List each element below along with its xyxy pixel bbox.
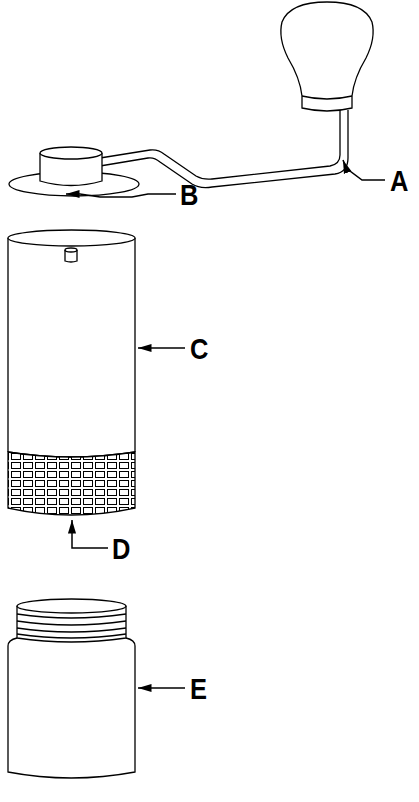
handle-knob	[281, 2, 373, 111]
part-label: E	[190, 674, 207, 704]
part-label: B	[180, 180, 198, 210]
part-label: D	[112, 534, 130, 564]
part-label: C	[190, 334, 208, 364]
leader-lines	[66, 160, 385, 688]
grinder-body	[8, 230, 135, 457]
handle-hub	[40, 147, 102, 186]
knurled-band	[8, 452, 135, 515]
part-label: A	[390, 166, 408, 196]
jar	[8, 599, 135, 778]
crank-arm	[100, 110, 348, 188]
